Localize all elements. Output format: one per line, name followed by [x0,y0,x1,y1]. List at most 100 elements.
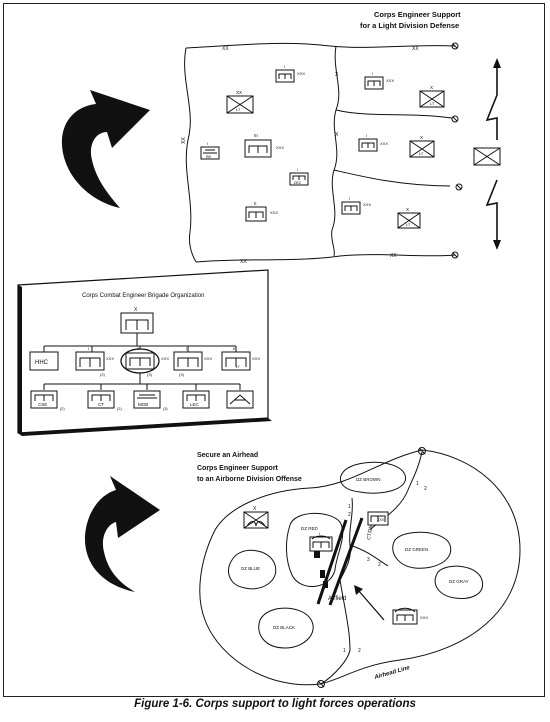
org-mgb: MGB (3) [133,390,168,411]
org-eng-group: XXX (3) II [120,346,169,377]
airfield: Airfield CT/DM [314,517,375,606]
unit-engineer-bn: II XXX [245,201,278,222]
sector-boundary-4 [320,579,351,685]
brigade-hq: X [120,307,154,334]
unit-engineer-rear: XXX [392,607,428,625]
svg-text:2: 2 [378,562,381,568]
svg-text:X: X [253,506,257,512]
svg-text:I: I [297,167,298,172]
defense-title-2: for a Light Division Defense [360,21,459,30]
unit-engineer-3: XXX I [358,133,388,152]
svg-text:2: 2 [358,648,361,654]
sector-boundary-3 [349,544,389,567]
svg-text:2: 2 [424,486,427,492]
svg-text:LT: LT [236,107,241,112]
org-eng-bn-1: I XXX (2) [75,346,114,377]
curved-arrow-bottom [84,476,160,592]
dz-green-label: DZ GREEN [405,547,428,552]
svg-text:MGB: MGB [138,402,148,407]
svg-text:HHC: HHC [35,360,49,366]
unit-infantry-bde-2: X LT [409,135,435,158]
svg-text:I: I [186,346,187,351]
svg-text:CT: CT [98,402,104,407]
svg-text:LT: LT [419,151,424,156]
attack-arrow [354,585,385,621]
offense-title-3: to an Airborne Division Offense [197,476,302,483]
dz-brown-outline [340,461,406,494]
svg-text:(2): (2) [117,407,122,411]
svg-text:XXX: XXX [252,356,260,361]
svg-text:XXX: XXX [386,78,394,83]
org-hhc: HHC [29,351,59,371]
runway-label: CT/DM [366,524,375,541]
svg-text:CSE: CSE [38,402,47,407]
svg-text:LEC: LEC [190,402,200,407]
svg-text:1: 1 [348,504,351,510]
offense-panel: Secure an Airhead Corps Engineer Support… [197,447,521,688]
unit-engineer-dz: I [309,531,333,552]
boundary-label: XX [412,46,419,52]
svg-text:XXX: XXX [270,210,278,215]
brigade-boundary-2 [335,109,453,119]
brigade-title: Corps Combat Engineer Brigade Organizati… [82,293,204,299]
unit-infantry-reserve [473,147,501,166]
unit-infantry-bde-1: X LT [419,85,445,108]
unit-engineer-group: III XXX [244,133,284,158]
svg-text:XXX: XXX [363,202,371,207]
unit-engineer-4: XXX I [341,196,371,215]
svg-text:XXX: XXX [276,145,284,150]
org-lec: LEC [182,390,210,409]
svg-text:2: 2 [348,512,351,518]
svg-text:I: I [349,196,350,201]
brigade-panel: Corps Combat Engineer Brigade Organizati… [17,269,272,436]
figure-border [3,3,545,697]
boundary-label: XX [390,253,397,259]
svg-text:DEZ: DEZ [294,181,302,185]
svg-text:XXX: XXX [377,518,385,522]
svg-text:3: 3 [367,557,370,563]
svg-text:I: I [319,531,320,536]
dz-green-outline [392,531,452,569]
svg-text:XXX: XXX [380,141,388,146]
svg-text:1: 1 [343,648,346,654]
svg-text:XXX: XXX [420,615,428,620]
svg-text:II: II [233,346,235,351]
boundary-label: XX [222,46,229,52]
org-eng-lt: II XXX LT [221,346,260,371]
svg-text:I: I [88,346,89,351]
svg-text:(3): (3) [147,372,153,377]
unit-engineer-dez: I DEZ [289,167,309,186]
figure-caption: Figure 1-6. Corps support to light force… [134,698,416,710]
org-lines [43,333,241,390]
svg-text:(2): (2) [60,407,65,411]
brigade-boundary-3 [333,169,451,187]
org-ct: CT (2) [87,390,122,411]
boundary-markers [451,42,463,259]
airfield-label: Airfield [328,596,346,602]
division-boundary [184,42,456,263]
unit-airborne-bde: X [243,506,269,529]
front-line-arrow [485,58,501,250]
dz-blue-outline [228,549,277,590]
svg-text:LT: LT [430,101,435,106]
dz-red-label: DZ RED [301,526,319,531]
svg-text:II: II [137,346,139,351]
svg-text:LT: LT [236,365,241,369]
dz-black-outline [258,607,314,649]
svg-text:II: II [254,201,257,206]
airhead-line [199,449,521,686]
svg-text:XXX: XXX [161,356,169,361]
svg-text:(3): (3) [179,372,185,377]
svg-text:X: X [134,307,138,313]
svg-text:I: I [372,71,373,76]
svg-text:XXX: XXX [106,356,114,361]
boundary-label: XX [240,259,247,265]
unit-bridge: I RB [200,141,220,160]
svg-text:XXX: XXX [204,356,212,361]
unit-engineer-1: XXX I [275,64,305,83]
dz-gray-label: DZ GRAY [449,579,469,584]
dz-gray-outline [434,565,484,599]
curved-arrow-top [61,90,150,208]
unit-engineer-2: XXX I [364,71,394,90]
